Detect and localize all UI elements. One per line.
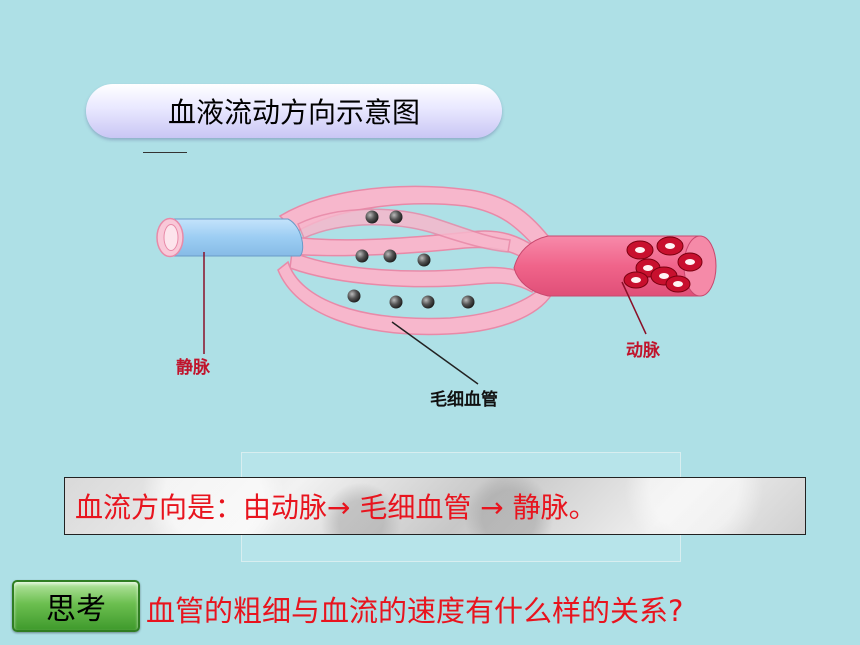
blood-cell	[365, 210, 379, 224]
page-title: 血液流动方向示意图	[167, 96, 420, 129]
artery-leader-line	[621, 281, 647, 335]
title-banner: 血液流动方向示意图	[86, 84, 502, 138]
capillary-network	[277, 185, 553, 336]
red-blood-cell	[677, 252, 703, 272]
blood-cell	[383, 249, 397, 263]
red-blood-cell	[623, 271, 649, 289]
blood-cell	[461, 295, 475, 309]
white-blood-cells	[347, 210, 475, 309]
capillary-leader-line	[391, 321, 479, 385]
capillary-label: 毛细血管	[430, 390, 498, 410]
vein-label: 静脉	[176, 358, 210, 378]
capillary-tube	[297, 208, 511, 253]
flow-direction-box: 血流方向是：由动脉→ 毛细血管 → 静脉。	[64, 477, 806, 535]
blood-cell	[421, 295, 435, 309]
capillary-tube	[289, 250, 542, 293]
red-blood-cell	[656, 236, 684, 256]
artery-label: 动脉	[626, 341, 660, 361]
blood-cell	[347, 289, 361, 303]
red-blood-cells	[623, 236, 703, 293]
blood-cell	[355, 249, 369, 263]
red-blood-cell	[626, 240, 654, 260]
red-blood-cell	[665, 275, 691, 293]
flow-direction-text: 血流方向是：由动脉→ 毛细血管 → 静脉。	[75, 491, 597, 524]
divider	[143, 152, 187, 153]
think-button[interactable]: 思考	[12, 580, 140, 632]
blood-cell	[389, 210, 403, 224]
leader-lines	[203, 252, 647, 385]
question-text: 血管的粗细与血流的速度有什么样的关系?	[146, 594, 684, 628]
vein-vessel	[156, 217, 304, 258]
think-button-label: 思考	[46, 592, 106, 627]
blood-cell	[417, 253, 431, 267]
blood-cell	[389, 295, 403, 309]
